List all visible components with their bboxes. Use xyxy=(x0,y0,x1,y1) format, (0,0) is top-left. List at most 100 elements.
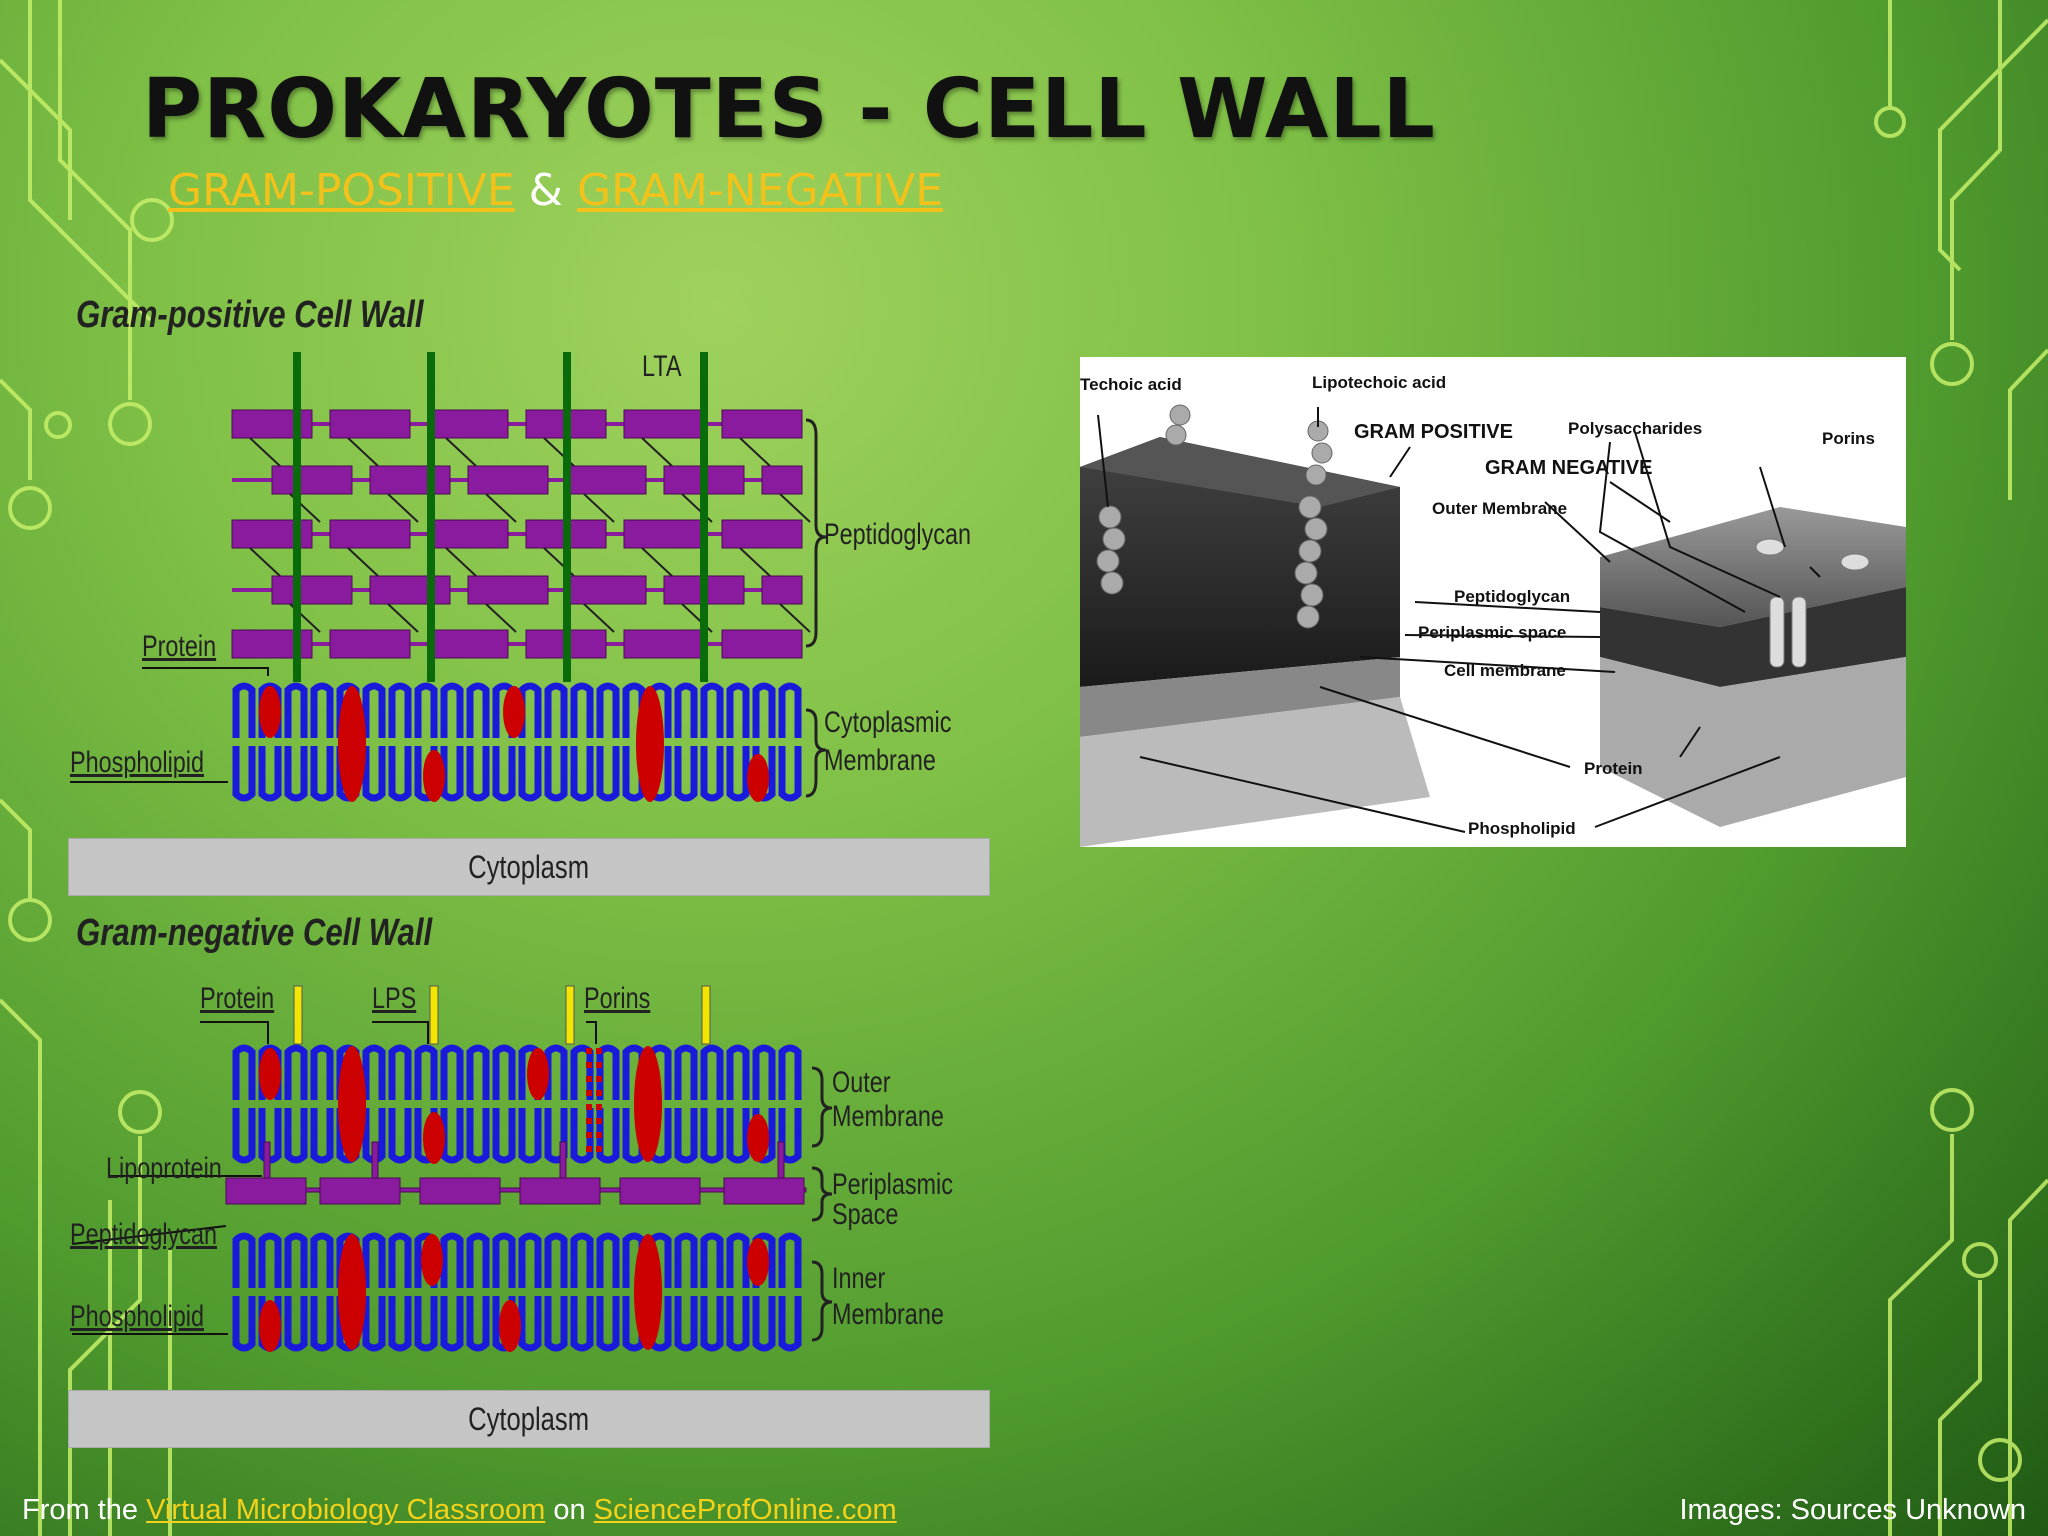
phospholipid-top xyxy=(232,1044,256,1100)
phospholipid-top xyxy=(570,682,594,738)
techoic-acid-label: Techoic acid xyxy=(1080,375,1182,394)
gp-cytoplasm-label: Cytoplasm xyxy=(468,849,590,885)
phospholipid-top xyxy=(518,1232,542,1288)
phospholipid-top xyxy=(518,682,542,738)
phospholipid-top xyxy=(388,1044,412,1100)
phospholipid-bottom xyxy=(778,1296,802,1352)
phospholipid-top xyxy=(544,1044,568,1100)
slide-title: PROKARYOTES - CELL WALL xyxy=(142,62,1436,157)
pg-crosslink xyxy=(485,603,517,633)
pg-crosslink xyxy=(485,493,517,523)
phospholipid-bottom xyxy=(414,1296,438,1352)
pg-crosslink xyxy=(779,603,811,633)
cytoplasmic-label: Cytoplasmic xyxy=(824,706,952,739)
phospholipid-top xyxy=(752,682,776,738)
phospholipid-top xyxy=(466,1232,490,1288)
phospholipid-top xyxy=(492,1044,516,1100)
phospholipid-top xyxy=(258,1232,282,1288)
phospholipid-bottom xyxy=(388,746,412,802)
pg-block xyxy=(329,409,411,439)
pg-block xyxy=(467,465,549,495)
phospholipid-top xyxy=(700,1232,724,1288)
virtual-micro-link[interactable]: Virtual Microbiology Classroom xyxy=(146,1494,546,1526)
pg-block xyxy=(369,465,451,495)
scienceprof-link[interactable]: ScienceProfOnline.com xyxy=(593,1494,897,1526)
phospholipid-bottom xyxy=(752,1296,776,1352)
membrane-protein xyxy=(634,1046,662,1162)
membrane-protein xyxy=(747,754,769,802)
gram-negative-block xyxy=(1600,507,1906,627)
phospholipid-top xyxy=(544,682,568,738)
pg-crosslink xyxy=(387,603,419,633)
gn-protein-arrow xyxy=(200,1021,269,1044)
photo-gram-positive-label: GRAM POSITIVE xyxy=(1354,421,1513,443)
phospholipid-bottom xyxy=(232,1108,256,1164)
phospholipid-top xyxy=(362,1232,386,1288)
gn-peptidoglycan-band xyxy=(1600,587,1906,687)
phospholipid-top xyxy=(778,1044,802,1100)
gn-inner-band xyxy=(1600,657,1906,827)
lipoprotein-label: Lipoprotein xyxy=(106,1152,222,1185)
pg-block xyxy=(721,629,803,659)
phospholipid-bottom xyxy=(700,1108,724,1164)
pg-block xyxy=(467,575,549,605)
protein-arrow xyxy=(142,667,269,676)
pg-backbone xyxy=(232,642,802,646)
lps-arrow xyxy=(372,1021,429,1044)
phospholipid-bottom xyxy=(778,746,802,802)
gp-cytoplasm-bar: Cytoplasm xyxy=(68,838,990,896)
pg-block xyxy=(761,465,803,495)
phospholipid-bottom xyxy=(492,1108,516,1164)
phospholipid-bottom xyxy=(310,1296,334,1352)
pg-block xyxy=(623,519,705,549)
outer-label: Outer xyxy=(832,1066,891,1099)
slide-subtitle: GRAM-POSITIVE & GRAM-NEGATIVE xyxy=(168,165,943,216)
cell-wall-3d-diagram: Techoic acid Lipotechoic acid GRAM POSIT… xyxy=(1080,357,1906,847)
membrane-protein xyxy=(636,686,664,802)
pg-block xyxy=(271,575,353,605)
pg-crosslink xyxy=(347,437,379,467)
phospholipid-bottom xyxy=(674,1296,698,1352)
periplasmic-label: Periplasmic xyxy=(832,1168,953,1201)
pg-crosslink xyxy=(641,547,673,577)
footer-source: From the Virtual Microbiology Classroom … xyxy=(22,1494,897,1527)
phospholipid-bottom xyxy=(518,1296,542,1352)
lta-label: LTA xyxy=(642,350,682,383)
cell-wall-3d-svg xyxy=(1080,404,1906,847)
gn-peptidoglycan-label: Peptidoglycan xyxy=(70,1218,218,1251)
gp-membrane-band xyxy=(1080,657,1400,737)
photo-porins-label: Porins xyxy=(1822,429,1875,448)
phospholipid-label: Phospholipid xyxy=(70,746,205,779)
pg-crosslink xyxy=(641,437,673,467)
gram-positive-peptidoglycan xyxy=(231,409,811,659)
membrane-protein xyxy=(423,750,445,802)
phospholipid-top xyxy=(700,1044,724,1100)
phospholipid-top xyxy=(310,1044,334,1100)
pg-crosslink xyxy=(445,547,477,577)
phospholipid-top xyxy=(388,1232,412,1288)
porin-dots xyxy=(586,1048,602,1152)
phospholipid-bottom xyxy=(440,1296,464,1352)
phospholipid-top xyxy=(232,1232,256,1288)
gram-negative-link[interactable]: GRAM-NEGATIVE xyxy=(576,165,944,216)
phospholipid-top xyxy=(492,1232,516,1288)
phospholipid-bottom xyxy=(284,746,308,802)
phospholipid-bottom xyxy=(570,1296,594,1352)
protein-label: Protein xyxy=(142,630,217,663)
phospholipid-top xyxy=(570,1232,594,1288)
phospholipid-top xyxy=(466,1044,490,1100)
pg-backbone xyxy=(232,532,802,536)
phospholipid-bottom xyxy=(310,1108,334,1164)
phospholipid-top xyxy=(726,1232,750,1288)
membrane-protein xyxy=(499,1300,521,1352)
gram-positive-link[interactable]: GRAM-POSITIVE xyxy=(168,165,515,216)
phospholipid-bottom xyxy=(544,1296,568,1352)
phospholipid-bottom xyxy=(700,1296,724,1352)
phospholipid-bottom xyxy=(440,1108,464,1164)
phospholipid-bottom xyxy=(232,746,256,802)
phospholipid-top xyxy=(414,1044,438,1100)
space-label: Space xyxy=(832,1198,899,1231)
phospholipid-top xyxy=(596,1044,620,1100)
peptidoglycan-label: Peptidoglycan xyxy=(824,518,972,551)
phospholipid-top xyxy=(388,682,412,738)
